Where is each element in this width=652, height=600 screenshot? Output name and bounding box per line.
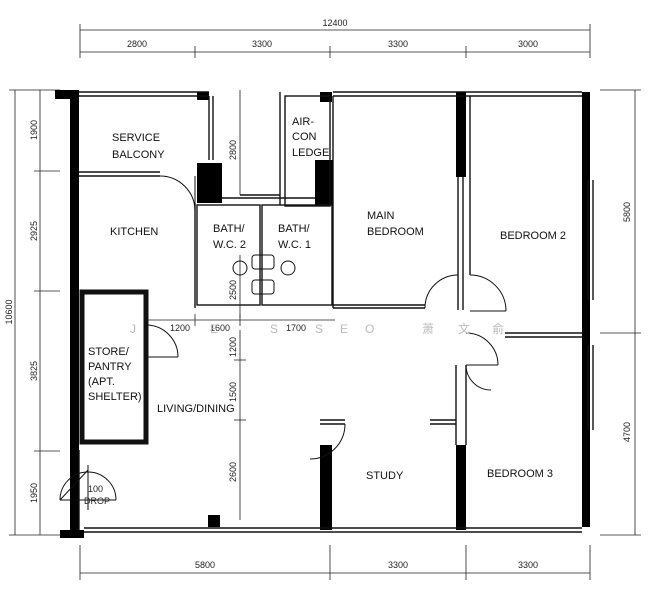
dim-bottom-2: 3300: [388, 560, 408, 570]
label-store-3: (APT.: [88, 376, 115, 388]
label-drop-2: DROP: [84, 496, 110, 506]
label-service-balcony-2: BALCONY: [112, 149, 165, 161]
dim-right-1: 5800: [622, 202, 632, 222]
dim-left-4: 1950: [29, 483, 39, 503]
label-living-dining: LIVING/DINING: [157, 403, 235, 415]
dim-top-1: 2800: [127, 39, 147, 49]
dim-bottom-3: 3300: [518, 560, 538, 570]
label-store-2: PANTRY: [88, 361, 132, 373]
label-bath2-1: BATH/: [213, 223, 246, 235]
door-swings: [59, 175, 507, 510]
label-bath1-1: BATH/: [278, 223, 311, 235]
watermark: J E S S E O 萧 文 俞: [130, 321, 508, 336]
dim-inner-1600: 1600: [210, 323, 230, 333]
label-aircon-1: AIR-: [292, 116, 314, 128]
watermark-char: S: [270, 322, 282, 336]
dim-inner-2500: 2500: [228, 280, 238, 300]
dim-left-3: 3825: [29, 361, 39, 381]
dim-left-1: 1900: [29, 120, 39, 140]
watermark-char: 俞: [492, 321, 508, 336]
thin-walls: [78, 91, 594, 533]
dim-inner-1700: 1700: [286, 323, 306, 333]
label-kitchen: KITCHEN: [110, 226, 158, 238]
dim-right-2: 4700: [622, 422, 632, 442]
label-main-bedroom-1: MAIN: [367, 210, 395, 222]
label-drop-1: 100: [88, 484, 103, 494]
dim-left-total: 10600: [4, 299, 14, 324]
walls: [55, 90, 590, 538]
watermark-char: 文: [458, 321, 474, 336]
label-service-balcony-1: SERVICE: [112, 132, 160, 144]
label-bath2-2: W.C. 2: [213, 239, 246, 251]
label-bath1-2: W.C. 1: [278, 239, 311, 251]
watermark-char: E: [210, 322, 222, 336]
watermark-char: E: [340, 322, 352, 336]
label-aircon-2: CON: [292, 131, 317, 143]
watermark-char: 萧: [422, 322, 438, 336]
label-bedroom3: BEDROOM 3: [487, 468, 553, 480]
label-bedroom2: BEDROOM 2: [500, 230, 566, 242]
label-study: STUDY: [366, 470, 404, 482]
dim-top-4: 3000: [518, 39, 538, 49]
dim-top-3: 3300: [388, 39, 408, 49]
dim-top-2: 3300: [252, 39, 272, 49]
watermark-char: S: [315, 322, 327, 336]
watermark-char: O: [365, 322, 378, 336]
dim-inner-bath: 2800: [228, 140, 238, 160]
label-store-4: SHELTER): [88, 391, 142, 403]
dim-inner-1500: 1500: [228, 382, 238, 402]
dim-inner-1200v: 1200: [228, 337, 238, 357]
dim-top-total: 12400: [322, 18, 347, 28]
dim-bottom-1: 5800: [195, 560, 215, 570]
dim-inner-2600: 2600: [228, 462, 238, 482]
watermark-char: J: [130, 322, 140, 336]
label-store-1: STORE/: [88, 346, 130, 358]
dim-inner-1200h: 1200: [170, 323, 190, 333]
dimension-lines: [9, 24, 641, 580]
toilet-fixtures: [232, 254, 296, 295]
label-aircon-3: LEDGE: [292, 147, 329, 159]
dim-left-2: 2925: [29, 221, 39, 241]
label-main-bedroom-2: BEDROOM: [367, 226, 424, 238]
